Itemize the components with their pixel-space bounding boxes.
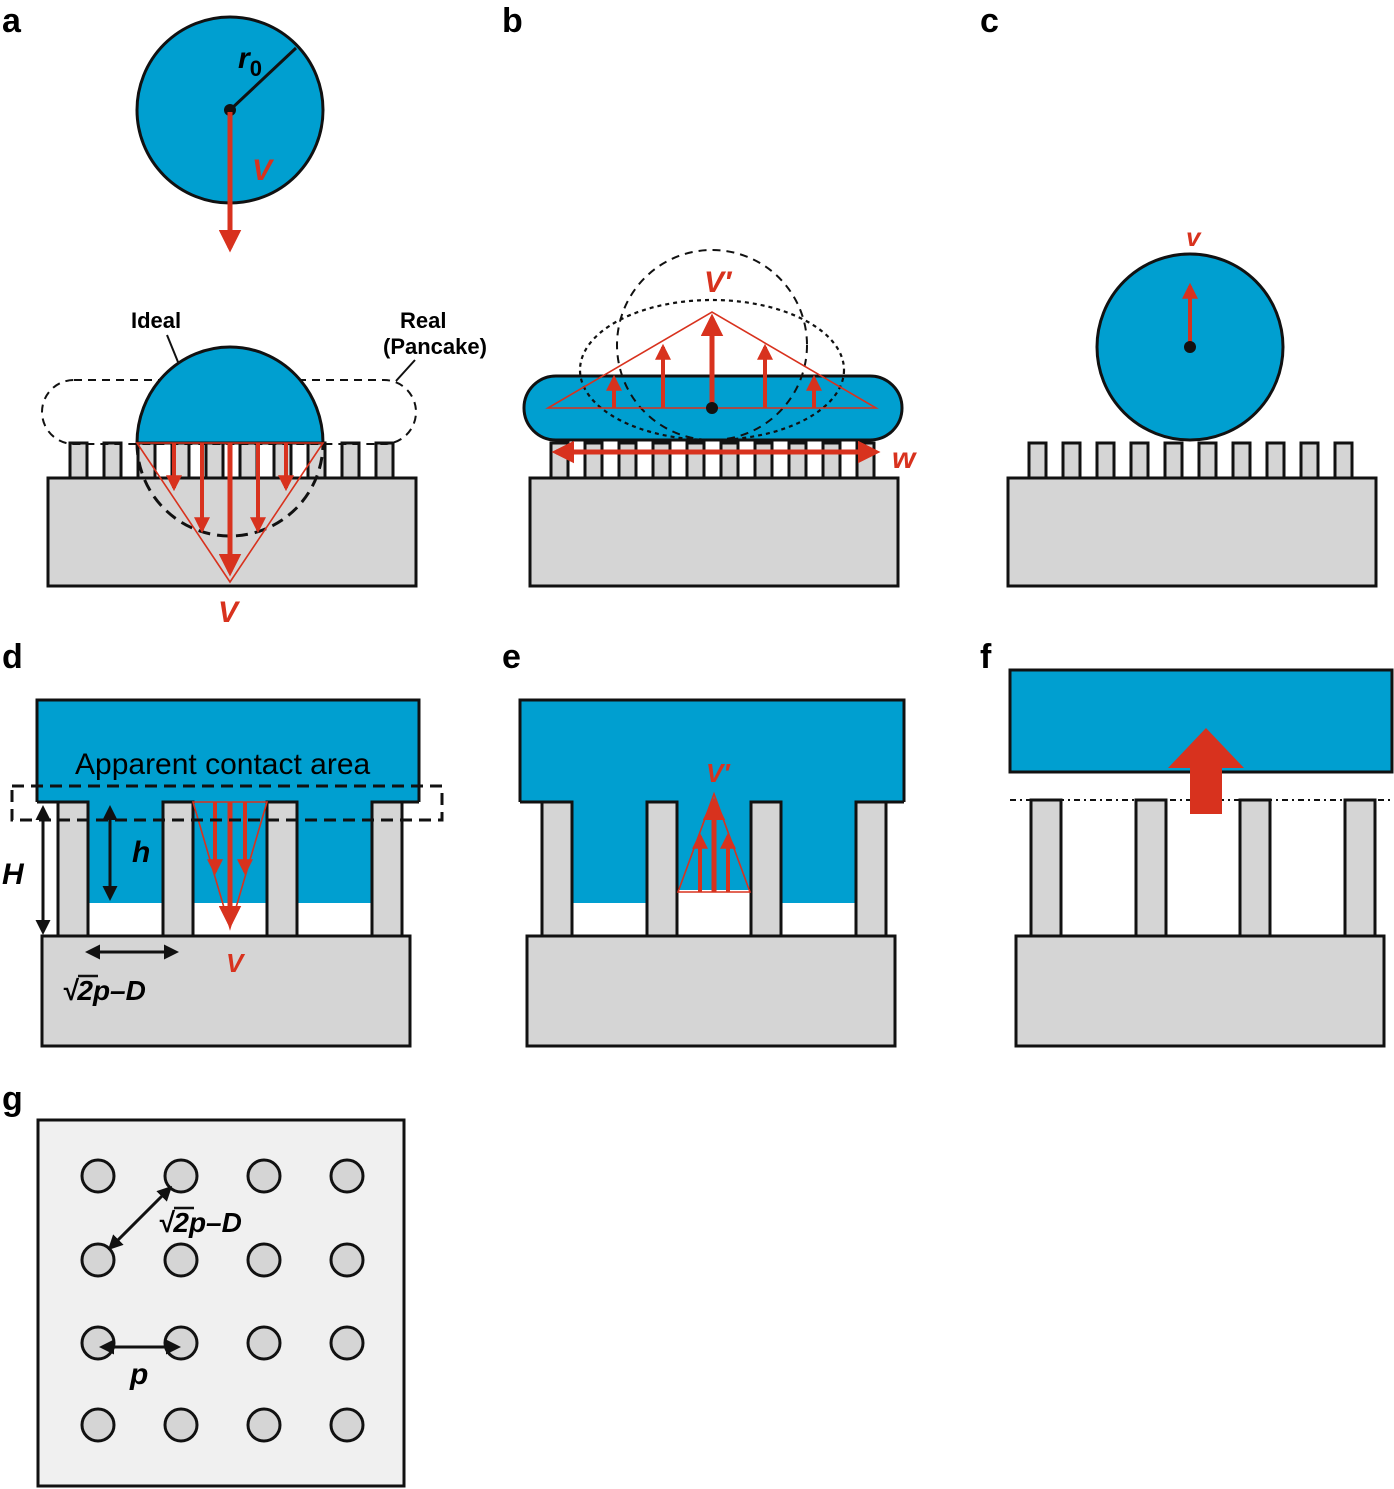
rebound-velocity-label-b: V′ [704,266,733,299]
pillars-e [540,800,888,938]
ideal-label: Ideal [131,308,181,333]
real-label-1: Real [400,308,446,333]
panel-label-d: d [2,638,23,676]
bottom-velocity-label: V [218,596,241,629]
velocity-arrows-d [207,802,253,929]
substrate-d [40,934,412,1048]
velocity-arrows-b [606,313,822,408]
liquid-block-e [520,700,904,802]
liquid-block-outline-e [518,698,906,802]
gap-e [678,890,750,934]
pillar-height-label: H [2,858,25,891]
apparent-contact-area-box [10,784,444,822]
panel-label-b: b [502,2,523,40]
ideal-leader [166,334,179,363]
substrate-c [1006,476,1378,588]
panel-b: b V′ w [502,2,917,588]
liquid-block-outline-d [35,698,421,802]
substrate-f [1014,934,1386,1048]
pitch-label: p [129,1358,148,1391]
impact-velocity-label: V [252,154,275,187]
pillar-array-top-view [80,1158,365,1443]
panel-label-a: a [2,2,22,40]
droplet-center [224,104,236,116]
diagonal-gap-arrow-g [107,1185,173,1251]
radius-label: r0 [238,42,262,81]
rebound-velocity-label-e: V′ [706,758,731,788]
pillars-f [1029,798,1377,938]
ideal-hemisphere [135,345,325,445]
velocity-label-d: V [226,948,246,978]
diagonal-gap-label-g: √2p–D [158,1207,242,1238]
apparent-contact-area-label: Apparent contact area [75,748,371,781]
substrate-b [528,476,900,588]
lift-off-arrow [1168,728,1244,814]
panel-label-f: f [980,638,992,676]
panel-label-g: g [2,1080,23,1118]
panel-label-c: c [980,2,999,40]
substrate-e [525,934,897,1048]
panel-a: a r0 V [2,2,487,629]
panel-d: d V Apparent contact area h [2,638,444,1048]
panel-label-e: e [502,638,521,676]
rebound-droplet-center [1184,341,1196,353]
radius-line [228,46,298,112]
detached-liquid-block [1008,668,1394,774]
penetration-depth-label: h [132,836,150,869]
pillars-d [56,800,404,938]
diagonal-gap-label-d: √2p–D [62,975,146,1006]
real-label-2: (Pancake) [383,334,487,359]
panel-c: c v [980,2,1378,588]
velocity-arrows-e [692,797,736,892]
velocity-arrows-a [166,443,294,577]
virtual-sphere-lower [135,442,325,538]
width-label: w [892,442,917,475]
panel-e: e V′ [502,638,906,1048]
posts-c [1027,441,1354,480]
panel-g: g √2p–D p [2,1080,406,1488]
panel-f: f [980,638,1394,1048]
real-leader [395,359,416,382]
pancake-center [706,402,718,414]
posts-b [549,441,876,480]
rebound-velocity-label-c: v [1186,222,1202,252]
virtual-ellipse-dotted [578,298,846,442]
virtual-sphere-dashed [616,249,808,441]
